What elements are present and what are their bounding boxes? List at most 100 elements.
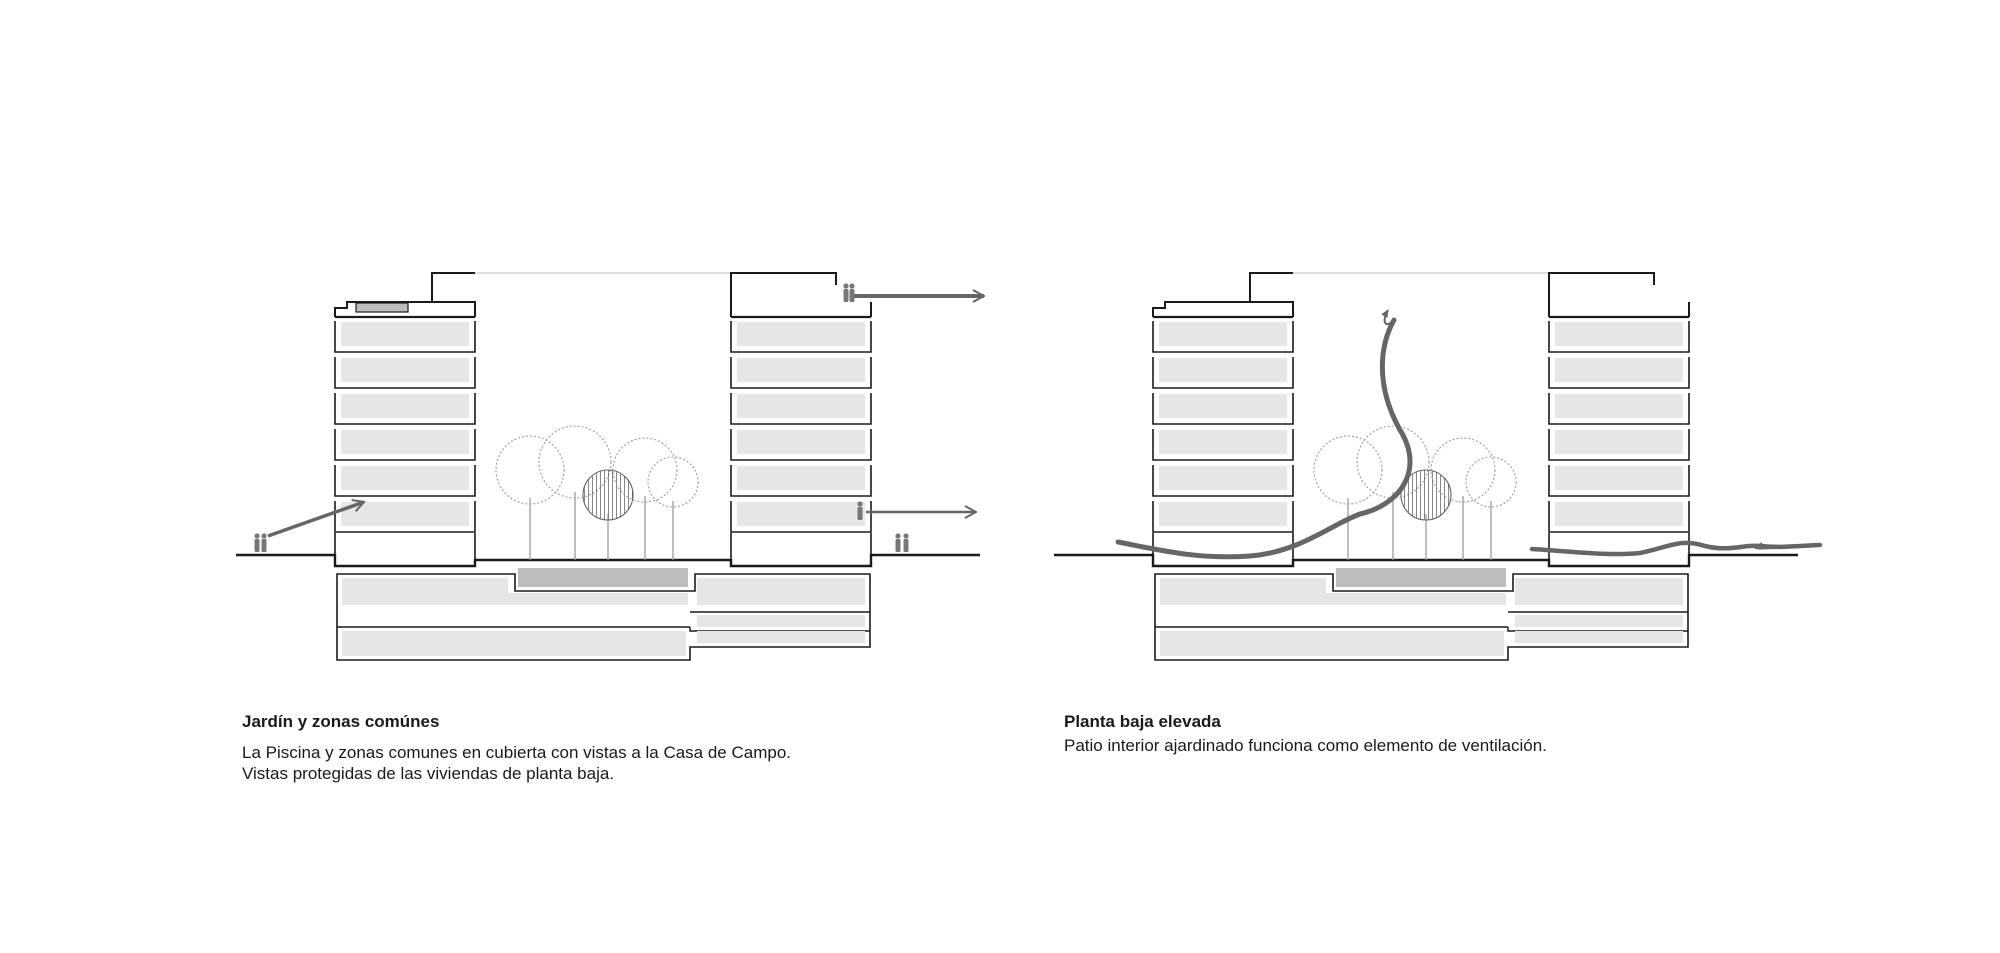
person-icon <box>261 533 267 539</box>
floor-slab <box>1152 357 1294 389</box>
floor-slab <box>730 393 872 425</box>
rooftop-structure <box>730 272 837 302</box>
floor-slab <box>334 321 476 353</box>
airflow-tip <box>1381 309 1395 326</box>
floor-slab <box>334 429 476 461</box>
person-icon <box>895 539 901 552</box>
floor-fill <box>341 394 469 418</box>
floor-fill <box>1555 322 1683 346</box>
basement-outline <box>336 573 871 661</box>
garden-pool <box>518 568 688 587</box>
ground-columns <box>334 533 476 565</box>
floor-fill <box>1555 430 1683 454</box>
airflow <box>1115 309 1823 560</box>
caption-title: Planta baja elevada <box>1064 712 1221 731</box>
rooftop-parapet <box>730 302 872 317</box>
floor-slab <box>730 429 872 461</box>
basement-fill <box>697 615 865 627</box>
person-icon <box>254 533 260 539</box>
basement-fill <box>1160 578 1326 593</box>
basement-fill <box>1515 631 1683 643</box>
tree-icon <box>495 435 565 505</box>
floor-fill <box>737 394 865 418</box>
rooftop-parapet <box>1152 301 1294 317</box>
floor-fill <box>737 502 865 526</box>
person-icon <box>903 533 909 539</box>
caption-right: Planta baja elevada Patio interior ajard… <box>1064 712 1547 756</box>
floor-slab <box>730 465 872 497</box>
floor-fill <box>1555 358 1683 382</box>
airflow-tip <box>1754 542 1821 550</box>
floor-slab <box>1152 501 1294 533</box>
tree-icon <box>582 469 634 521</box>
floor-fill <box>737 358 865 382</box>
floor-fill <box>1159 322 1287 346</box>
tree-icon <box>647 456 699 508</box>
floor-fill <box>1159 466 1287 490</box>
rooftop-parapet <box>1548 302 1690 317</box>
rooftop-pool <box>355 302 409 313</box>
ground-columns <box>730 533 872 565</box>
floor-slab <box>730 501 872 533</box>
floor-slab <box>334 465 476 497</box>
tree-icon <box>538 425 612 499</box>
caption-line: La Piscina y zonas comunes en cubierta c… <box>242 743 792 762</box>
person-icon <box>843 283 849 289</box>
basement-fill <box>1160 631 1504 656</box>
floor-fill <box>341 430 469 454</box>
floor-slab <box>1548 393 1690 425</box>
tree-icon <box>1430 437 1496 503</box>
ground-columns <box>1152 533 1294 565</box>
floor-slab <box>1548 357 1690 389</box>
floor-slab <box>730 357 872 389</box>
person-icon <box>895 533 901 539</box>
rooftop-structure <box>1249 272 1293 302</box>
person-icon <box>843 289 849 302</box>
section-right <box>1054 272 1798 661</box>
person-icon <box>849 289 855 302</box>
ground-line <box>1054 553 1798 568</box>
airflow-icon <box>1115 317 1413 560</box>
basement-fill <box>1515 615 1683 627</box>
tree-icon <box>1313 435 1383 505</box>
floor-fill <box>1555 466 1683 490</box>
basement-fill <box>1160 593 1506 605</box>
floor-slab <box>1152 321 1294 353</box>
floor-slab <box>1152 465 1294 497</box>
floor-slab <box>1152 393 1294 425</box>
floor-slab <box>334 357 476 389</box>
basement-fill <box>1515 578 1683 605</box>
person-icon <box>903 539 909 552</box>
tree-icon <box>612 437 678 503</box>
rooftop-structure <box>431 272 475 302</box>
caption-title: Jardín y zonas comúnes <box>242 712 440 731</box>
basement-fill <box>342 631 686 656</box>
basement-outline <box>1154 573 1689 661</box>
person-icon <box>857 507 863 520</box>
floor-slab <box>1152 429 1294 461</box>
left-annotations <box>267 296 984 538</box>
basement-fill <box>697 631 865 643</box>
floor-slab <box>1548 501 1690 533</box>
view-arrow-street <box>267 502 364 538</box>
floor-fill <box>341 466 469 490</box>
floor-slab <box>1548 321 1690 353</box>
ground-line <box>236 553 980 568</box>
ground-columns <box>1548 533 1690 565</box>
caption-line: Patio interior ajardinado funciona como … <box>1064 736 1547 755</box>
caption-line: Vistas protegidas de las viviendas de pl… <box>242 764 615 783</box>
rooftop-structure <box>1548 272 1655 302</box>
floor-fill <box>1159 502 1287 526</box>
basement-fill <box>342 578 508 593</box>
person-icon <box>849 283 855 289</box>
floor-fill <box>1159 358 1287 382</box>
person-icon <box>857 501 863 507</box>
floor-fill <box>1159 394 1287 418</box>
garden-pool <box>1336 568 1506 587</box>
floor-fill <box>737 430 865 454</box>
caption-left: Jardín y zonas comúnes La Piscina y zona… <box>242 712 791 784</box>
floor-fill <box>1159 430 1287 454</box>
people-figures <box>254 283 909 552</box>
person-icon <box>261 539 267 552</box>
floor-fill <box>341 502 469 526</box>
